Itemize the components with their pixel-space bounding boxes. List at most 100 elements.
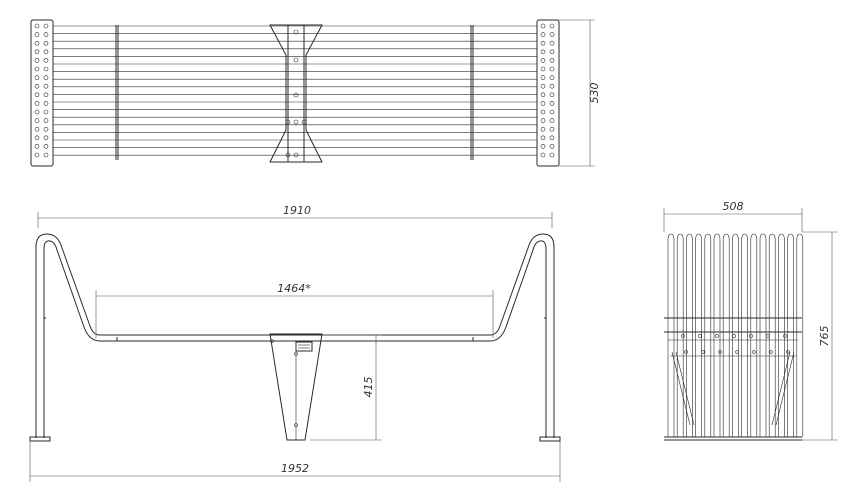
dimension-label-inner-length: 1464* [277, 282, 311, 295]
side-bolt [701, 350, 705, 354]
side-bolt [786, 350, 790, 354]
plate-hole [540, 49, 546, 55]
plate-hole [540, 101, 546, 106]
plate-hole [34, 92, 40, 98]
side-slat [759, 233, 767, 437]
front-left-frame-inner [43, 240, 296, 438]
plate-hole [34, 152, 40, 158]
side-bolt [715, 334, 719, 338]
plate-hole [549, 109, 555, 115]
plate-hole [549, 58, 555, 63]
side-slat [741, 233, 748, 437]
plate-hole [549, 118, 555, 123]
plate-hole [34, 66, 40, 72]
side-slat [686, 233, 693, 437]
plate-hole [540, 58, 546, 63]
plate-hole [549, 83, 555, 89]
top-view: 530 [30, 19, 601, 167]
front-right-foot-plate [539, 436, 561, 442]
side-bolt [698, 334, 702, 338]
front-right-frame-outer [296, 233, 555, 438]
side-slat [713, 233, 721, 437]
side-right-brace [775, 351, 795, 426]
side-slat [667, 233, 675, 437]
side-bolt [681, 334, 685, 338]
dimension-label-top-length: 1910 [283, 204, 311, 217]
plate-hole [540, 83, 546, 89]
plate-hole [540, 144, 546, 149]
plate-hole [43, 49, 49, 55]
top-slats [53, 25, 537, 156]
plate-hole [540, 152, 546, 158]
side-slat [704, 233, 712, 437]
plate-hole [34, 75, 40, 80]
top-central-bracket [269, 24, 323, 163]
plate-hole [34, 58, 40, 63]
plate-hole [43, 40, 49, 46]
plate-hole [43, 135, 49, 141]
dimension-label-side-height: 765 [818, 326, 831, 347]
plate-hole [540, 118, 546, 123]
plate-hole [43, 32, 49, 37]
side-bolt [749, 334, 753, 338]
front-right-frame-inner [296, 240, 547, 438]
plate-hole [549, 32, 555, 37]
plate-hole [43, 109, 49, 115]
side-bolt [732, 334, 736, 338]
side-slat [750, 233, 758, 437]
plate-hole [34, 135, 40, 141]
plate-hole [34, 101, 40, 106]
plate-hole [540, 75, 546, 80]
plate-hole [540, 109, 546, 115]
plate-hole [43, 58, 49, 63]
plate-hole [540, 23, 546, 29]
side-bolt [752, 350, 756, 354]
plate-hole [43, 126, 49, 132]
front-left-frame-outer [35, 233, 296, 438]
plate-hole [43, 83, 49, 89]
plate-hole [43, 118, 49, 123]
front-central-support [269, 333, 323, 441]
plate-hole [43, 144, 49, 149]
side-view: 508 765 [663, 200, 838, 441]
plate-hole [34, 126, 40, 132]
plate-hole [34, 32, 40, 37]
plate-hole [43, 152, 49, 158]
plate-hole [549, 75, 555, 80]
plate-hole [549, 92, 555, 98]
dimension-label-depth: 530 [588, 83, 601, 104]
plate-hole [43, 92, 49, 98]
side-slat [778, 233, 785, 437]
dimension-label-side-width: 508 [723, 200, 744, 213]
side-slat [796, 233, 804, 437]
plate-hole [34, 144, 40, 149]
plate-hole [43, 75, 49, 80]
side-slat [787, 233, 794, 437]
side-bolt [769, 350, 773, 354]
plate-hole [540, 92, 546, 98]
plate-hole [43, 101, 49, 106]
plate-hole [549, 135, 555, 141]
dimension-label-overall-length: 1952 [281, 462, 309, 475]
side-bolt [735, 350, 739, 354]
top-left-plate-holes [34, 23, 49, 158]
plate-hole [549, 66, 555, 72]
plate-hole [540, 66, 546, 72]
front-central-bracket-clamp [295, 341, 313, 352]
plate-hole [549, 126, 555, 132]
plate-hole [540, 40, 546, 46]
side-slat [732, 233, 739, 437]
plate-hole [34, 40, 40, 46]
side-slat [695, 233, 702, 437]
side-bolt [783, 334, 787, 338]
plate-hole [549, 49, 555, 55]
side-slats [667, 233, 804, 437]
dimension-label-seat-height: 415 [362, 377, 375, 398]
side-slat [722, 233, 730, 437]
plate-hole [43, 23, 49, 29]
top-right-end-plate [536, 19, 560, 167]
plate-hole [34, 118, 40, 123]
side-bolt [684, 350, 688, 354]
